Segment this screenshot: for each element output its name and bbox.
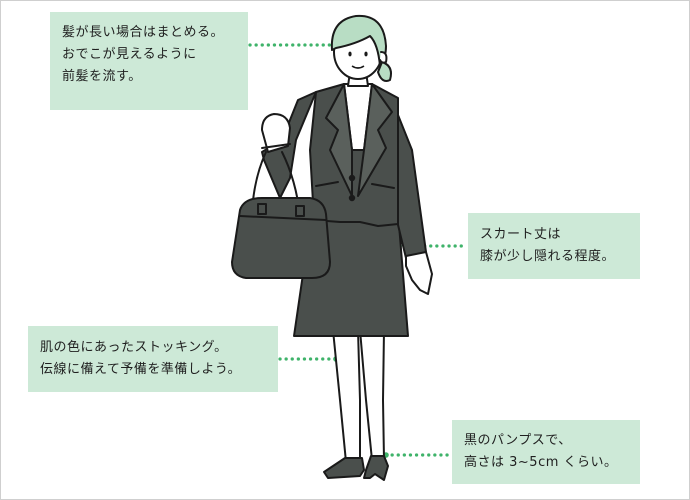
- annotation-pumps-line-1: 黒のパンプスで、: [464, 433, 572, 448]
- right-hand: [405, 251, 433, 295]
- jacket-button-top: [348, 174, 356, 182]
- right-eye: [364, 51, 368, 57]
- left-lapel: [325, 83, 353, 197]
- annotation-hair-line-3: 前髪を流す。: [62, 69, 142, 84]
- annotation-pumps: 黒のパンプスで、 高さは 3~5cm くらい。: [452, 420, 640, 484]
- annotation-stockings: 肌の色にあったストッキング。 伝線に備えて予備を準備しよう。: [28, 326, 278, 392]
- right-leg: [359, 329, 385, 461]
- right-pump: [363, 455, 389, 481]
- mouth: [351, 65, 365, 69]
- left-pocket: [315, 181, 339, 187]
- left-cuff: [261, 143, 291, 149]
- annotation-skirt-line-2: 膝が少し隠れる程度。: [480, 249, 616, 264]
- hair-bun: [377, 61, 392, 82]
- annotation-stockings-line-2: 伝線に備えて予備を準備しよう。: [40, 362, 242, 377]
- annotation-stockings-line-1: 肌の色にあったストッキング。: [40, 340, 228, 355]
- annotation-skirt: スカート丈は 膝が少し隠れる程度。: [468, 213, 640, 279]
- handbag-clasp-left: [257, 203, 267, 215]
- jacket-button-bottom: [348, 194, 356, 202]
- annotation-pumps-line-2: 高さは 3~5cm くらい。: [464, 455, 618, 470]
- annotation-skirt-line-1: スカート丈は: [480, 227, 562, 242]
- left-fist: [261, 113, 291, 153]
- handbag-clasp-right: [295, 205, 305, 217]
- face-details: [348, 51, 368, 69]
- annotation-hair-line-1: 髪が長い場合はまとめる。: [62, 25, 225, 40]
- left-eye: [348, 51, 352, 57]
- right-pocket: [371, 183, 395, 189]
- ear: [379, 51, 388, 64]
- right-lapel: [357, 83, 393, 197]
- handbag: [231, 197, 331, 279]
- left-leg: [332, 329, 361, 463]
- handbag-flap: [239, 215, 327, 221]
- annotation-hair-line-2: おでこが見えるように: [62, 47, 197, 62]
- left-pump: [323, 457, 365, 479]
- annotation-hair: 髪が長い場合はまとめる。 おでこが見えるように 前髪を流す。: [50, 12, 248, 110]
